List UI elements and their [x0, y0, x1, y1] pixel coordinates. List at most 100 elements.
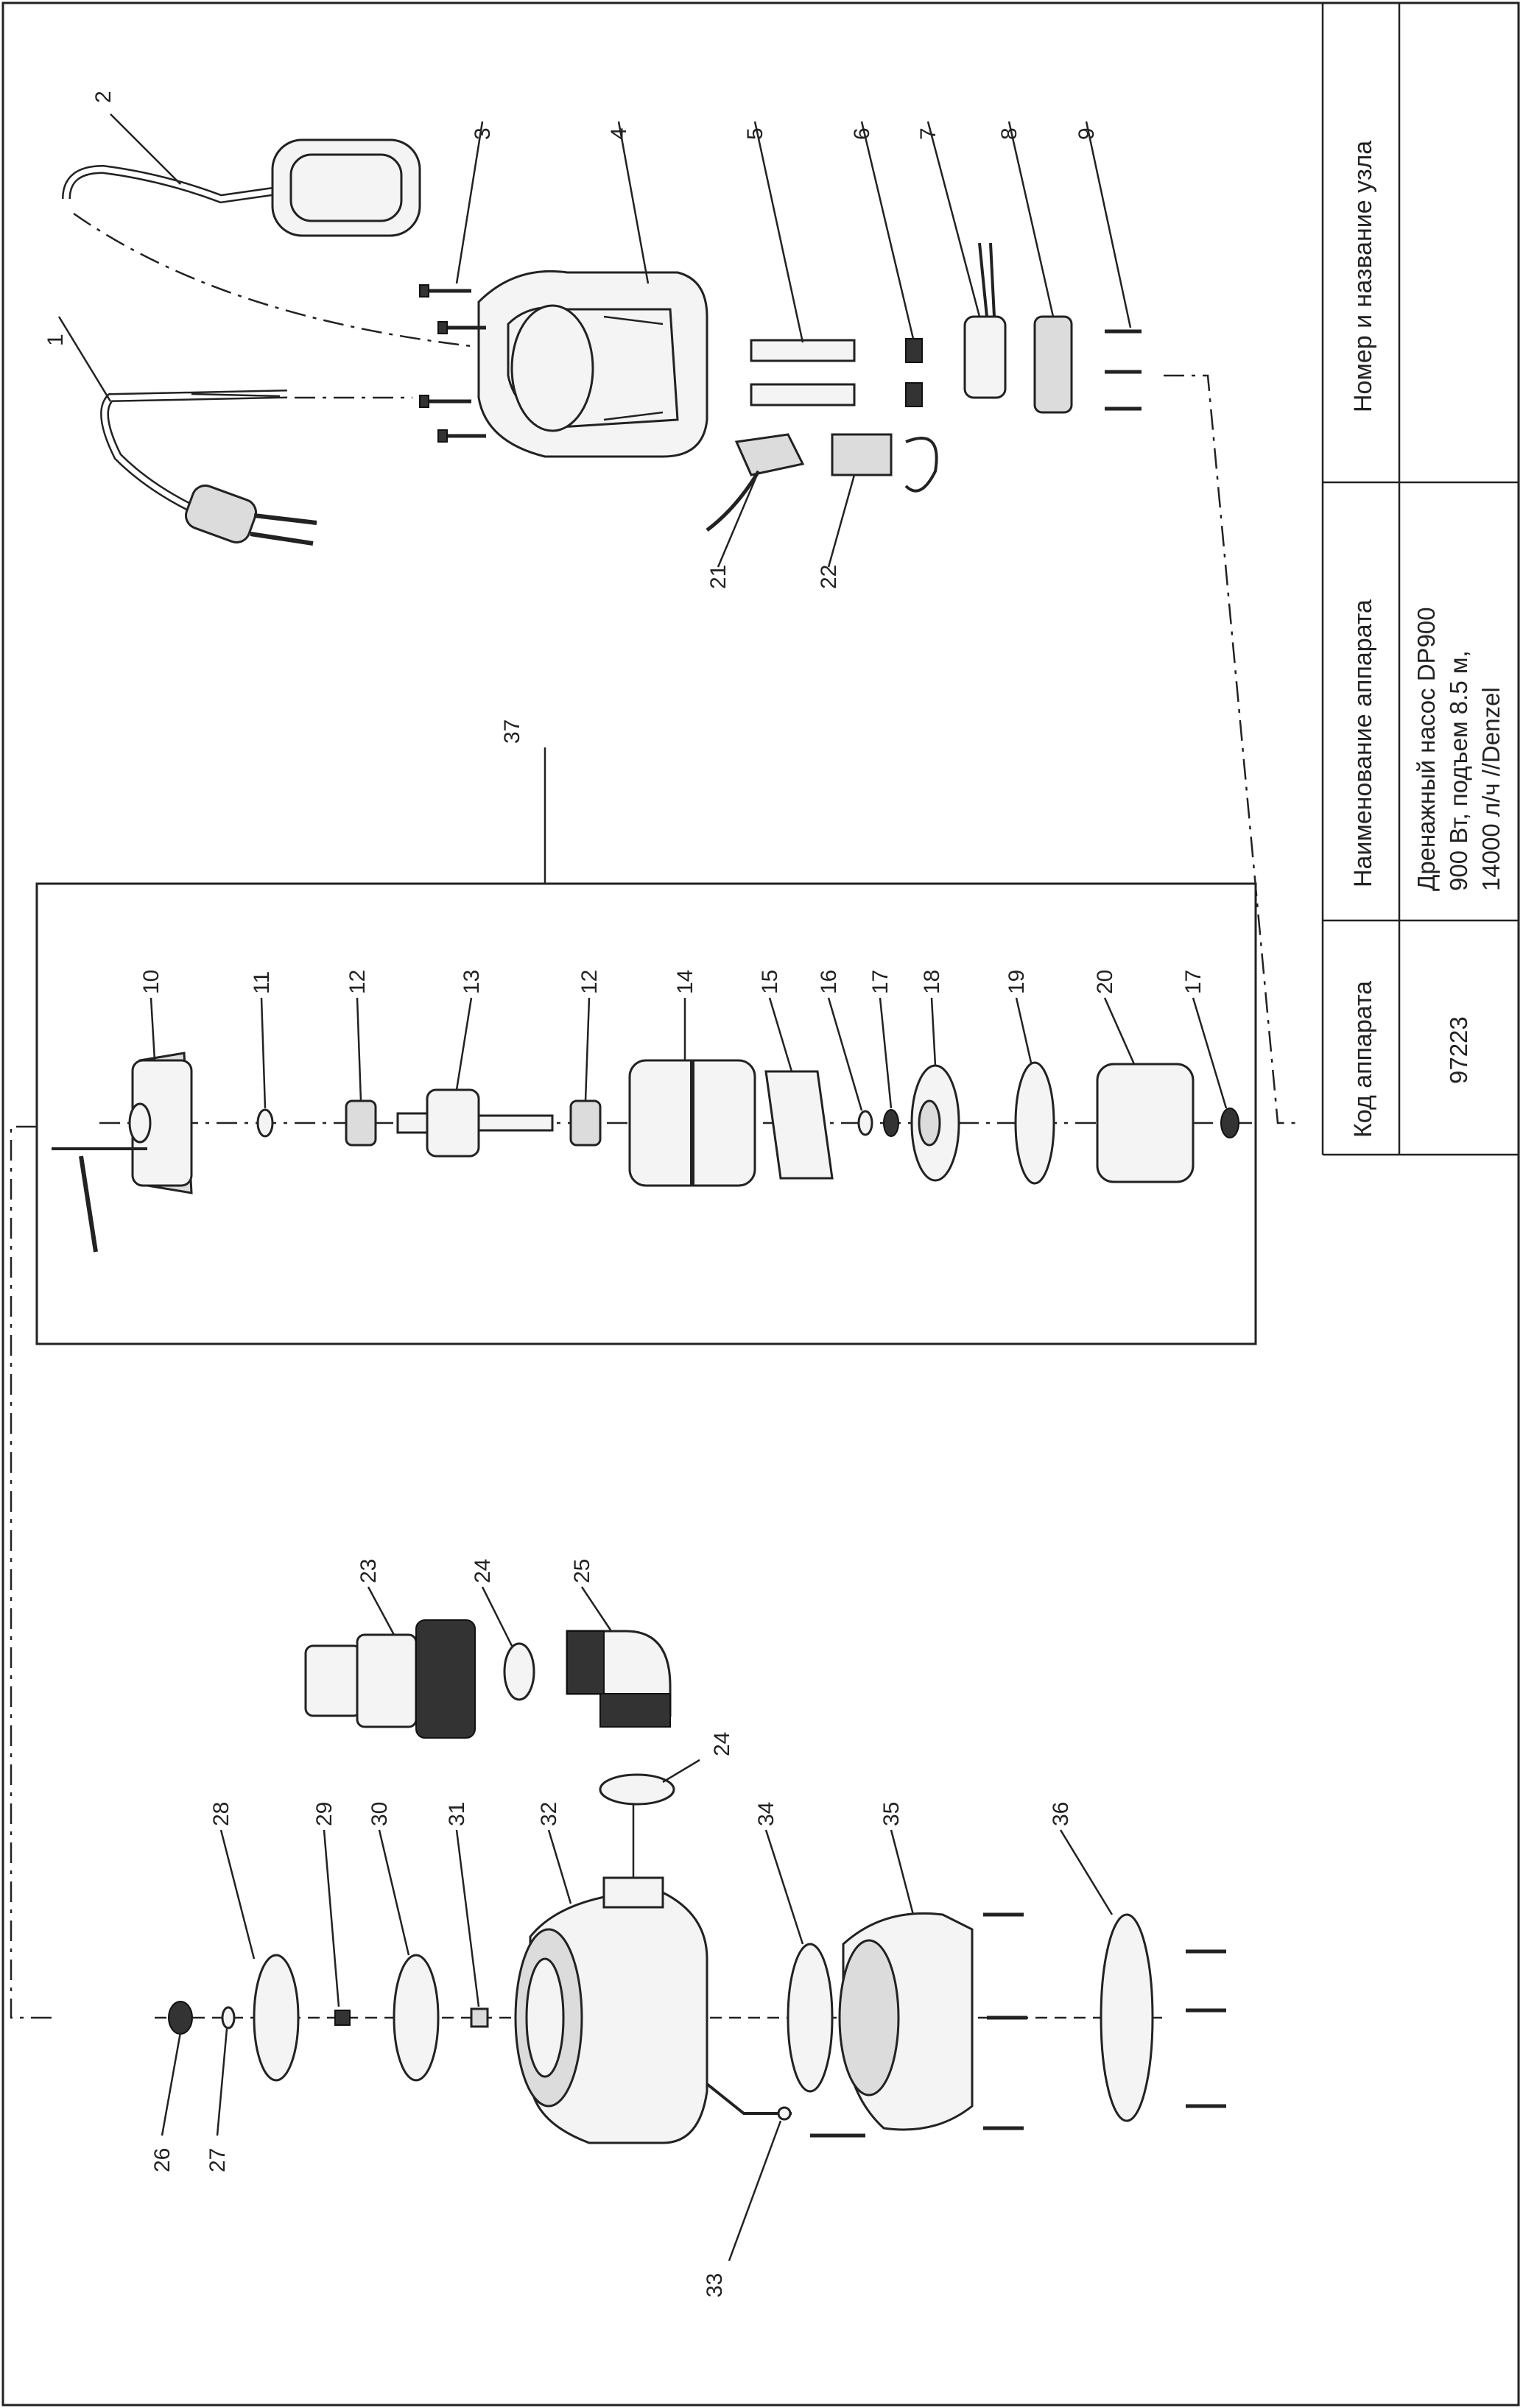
callout-24b: 24	[710, 1732, 734, 1756]
callout-35: 35	[879, 1802, 904, 1826]
cover-rib-2	[603, 411, 664, 421]
o-ring-19	[1014, 1061, 1055, 1185]
callout-3: 3	[471, 127, 495, 140]
spacer	[470, 2007, 489, 2028]
motor-housing	[1096, 1063, 1195, 1183]
callout-11: 11	[250, 971, 274, 994]
cable-wires	[191, 392, 281, 398]
leader-lines-bottom	[161, 1586, 1114, 2261]
capacitor-lead-2	[989, 242, 996, 317]
callout-37: 37	[500, 719, 524, 744]
callout-19: 19	[1005, 970, 1029, 994]
base-screws	[983, 1912, 1226, 2130]
power-plug-body	[185, 484, 257, 544]
ground-eyelet	[777, 2106, 792, 2121]
callout-31: 31	[445, 1802, 469, 1826]
connection-line-top	[1164, 374, 1296, 1124]
elbow-thread-bottom	[599, 1693, 671, 1728]
o-ring-34	[787, 1943, 834, 2093]
callout-1: 1	[43, 334, 68, 346]
callout-17b: 17	[1181, 970, 1206, 994]
callout-33: 33	[703, 2273, 727, 2298]
callout-23: 23	[356, 1559, 381, 1583]
hose-adapter-body	[356, 1633, 418, 1728]
callout-36: 36	[1049, 1802, 1073, 1826]
callout-16: 16	[817, 970, 841, 994]
motor-assembly	[10, 747, 1259, 2019]
leader-lines-top	[57, 113, 1132, 568]
device-name-line-1: Дренажный насос DP900	[1413, 607, 1440, 891]
title-block: Номер и название узла Наименование аппар…	[1321, 3, 1519, 1156]
capacitor-lead-1	[978, 242, 988, 317]
hose-adapter-tip	[304, 1644, 362, 1717]
callout-25: 25	[570, 1559, 594, 1583]
base-ring-bore	[838, 1939, 900, 2097]
name-header: Наименование аппарата	[1349, 599, 1377, 887]
callout-9: 9	[1074, 127, 1099, 140]
callout-29: 29	[312, 1802, 337, 1826]
device-code: 97223	[1445, 1016, 1472, 1084]
callout-14: 14	[673, 970, 697, 994]
callout-4: 4	[607, 127, 631, 140]
callout-labels: 1 2 3 4 5 6 7 8 9 10 11 12 13 12 14 15 1…	[43, 91, 1206, 2298]
seal-ring-28	[253, 1954, 300, 2082]
callout-30: 30	[367, 1802, 392, 1826]
bearing-12a	[345, 1099, 377, 1147]
callout-32: 32	[537, 1802, 561, 1826]
elbow-thread-top	[566, 1630, 605, 1694]
hose-adapter-nut	[415, 1619, 476, 1739]
motor-bracket	[764, 1070, 834, 1180]
float-cable-inner	[63, 166, 273, 202]
end-cap-cable	[79, 1155, 98, 1253]
callout-5: 5	[743, 127, 767, 140]
ground-wire	[706, 2083, 792, 2115]
callout-27: 27	[205, 2148, 230, 2172]
seal-17b	[1220, 1108, 1239, 1138]
gasket-24b	[599, 1773, 675, 1806]
plug-pin-top	[253, 513, 317, 525]
callout-17a: 17	[868, 970, 893, 994]
pump-housing	[529, 1891, 708, 2144]
callout-20: 20	[1093, 970, 1117, 994]
float-cable-axis	[73, 212, 472, 348]
top-assembly	[57, 113, 1296, 1124]
pump-housing-bore	[525, 1957, 565, 2078]
cable-clamp	[734, 433, 805, 476]
nut-1	[905, 338, 923, 363]
device-name-line-2: 900 Вт, подъем 8.5 м,	[1445, 650, 1472, 891]
bottom-assembly	[155, 1586, 1226, 2261]
long-bolt-1	[750, 339, 856, 362]
code-header: Код аппарата	[1349, 981, 1377, 1138]
connection-line-bottom	[10, 1125, 55, 2019]
rotor-shaft-left	[396, 1112, 429, 1134]
cover-bore	[510, 304, 594, 432]
nut-2	[905, 382, 923, 407]
rotor-shaft-right	[477, 1114, 554, 1132]
seal-16	[857, 1110, 873, 1136]
callout-10: 10	[139, 970, 163, 994]
callout-28: 28	[209, 1802, 233, 1826]
long-bolt-2	[750, 383, 856, 406]
leader-lines-motor	[150, 997, 1228, 1111]
flange-hub	[918, 1099, 941, 1147]
plug-pin-bottom	[250, 532, 314, 546]
callout-22: 22	[817, 565, 841, 589]
impeller-nut	[168, 2001, 193, 2035]
bearing-12b	[569, 1099, 602, 1147]
callout-26: 26	[150, 2148, 175, 2172]
end-cap-hole	[128, 1102, 152, 1144]
callout-7: 7	[916, 127, 940, 140]
switch-block	[1033, 315, 1073, 414]
callout-2: 2	[91, 91, 116, 103]
callout-12a: 12	[345, 970, 370, 994]
seal-17a	[883, 1109, 899, 1137]
power-cable-inner	[102, 391, 288, 511]
base-plate	[1100, 1913, 1154, 2122]
impeller-washer	[221, 2006, 236, 2029]
cover-rib-1	[603, 315, 664, 325]
float-switch-inner	[289, 153, 403, 222]
callout-18: 18	[920, 970, 944, 994]
callout-6: 6	[850, 127, 874, 140]
